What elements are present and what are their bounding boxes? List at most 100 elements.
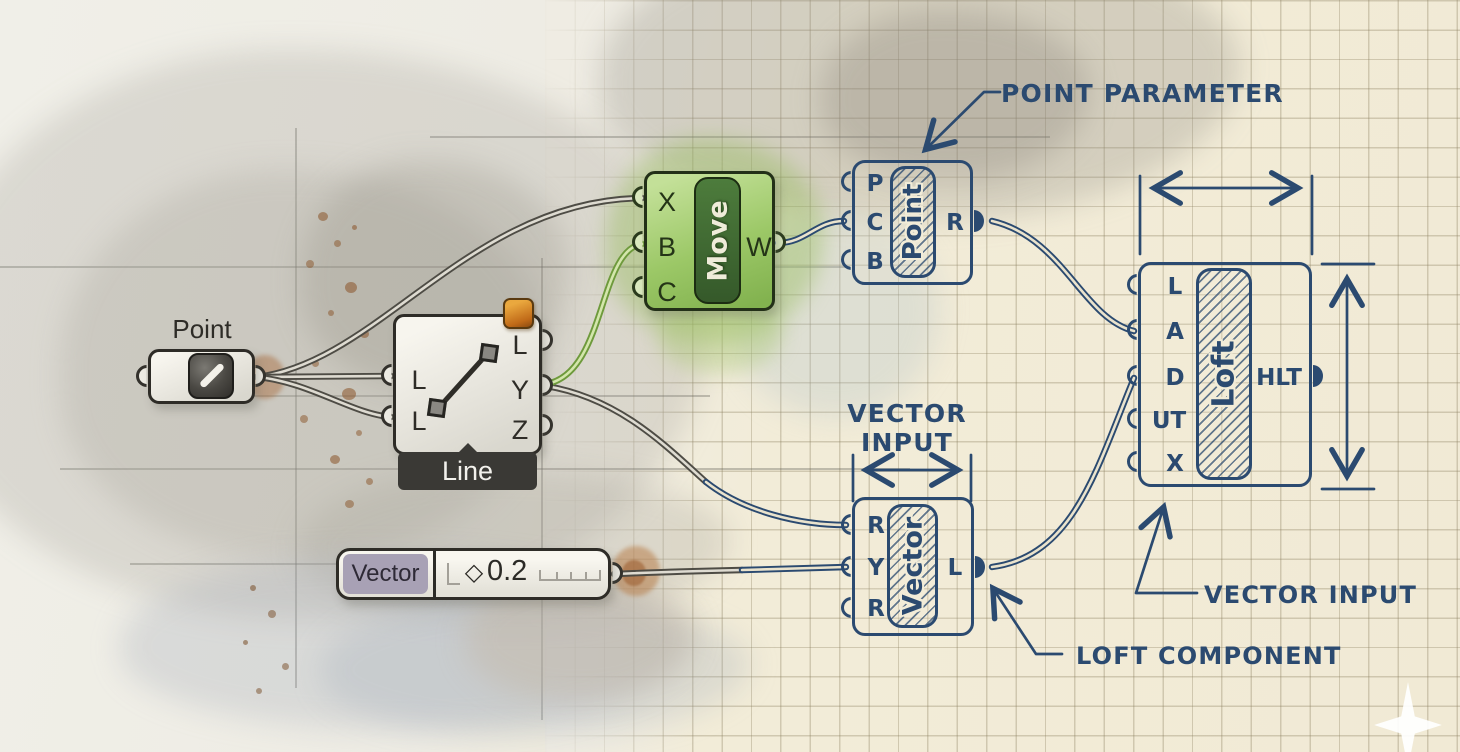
move-input-nub-b[interactable] bbox=[632, 231, 643, 253]
move-input-nub-c[interactable] bbox=[632, 276, 643, 298]
stain-dot bbox=[312, 360, 319, 367]
annotation-vector-input-line1: VECTOR bbox=[847, 399, 967, 428]
bp-loft-capsule: Loft bbox=[1196, 268, 1252, 480]
stain-dot bbox=[356, 430, 362, 436]
stain-dot bbox=[334, 240, 341, 247]
move-capsule: Move bbox=[694, 177, 741, 304]
wash-blob bbox=[320, 600, 750, 735]
annotation-loft-component: LOFT COMPONENT bbox=[1076, 642, 1342, 670]
point-component[interactable] bbox=[148, 349, 255, 404]
stain-dot bbox=[306, 260, 314, 268]
slider-name-tag: Vector bbox=[343, 554, 428, 594]
wire-move-w-to-point-c[interactable] bbox=[774, 217, 848, 247]
stain-dot bbox=[256, 688, 262, 694]
loft-input-label-d: D bbox=[1165, 365, 1185, 391]
loft-input-nub-a[interactable] bbox=[1127, 319, 1137, 340]
stain-dot bbox=[360, 330, 369, 338]
bp-vector-input-nub-r1[interactable] bbox=[841, 514, 851, 535]
annotation-vector-input-top: VECTOR INPUT bbox=[830, 399, 984, 457]
bp-loft-component[interactable]: L A D UT X HLT Loft bbox=[1138, 262, 1312, 487]
loft-output-nub-hlt[interactable] bbox=[1313, 365, 1323, 387]
wire-slider-to-vector-y[interactable] bbox=[610, 563, 850, 578]
slider-ruler[interactable] bbox=[539, 568, 601, 581]
loft-input-nub-d[interactable] bbox=[1127, 365, 1137, 386]
bp-point-component[interactable]: P C B R Point bbox=[852, 160, 973, 285]
wire-point-to-line-l1[interactable] bbox=[253, 372, 395, 381]
wire-line-y-to-move-b[interactable] bbox=[542, 240, 646, 388]
line-icon-endpoint-bottom bbox=[426, 397, 448, 419]
pencil-gridline bbox=[295, 128, 297, 688]
stain-dot bbox=[328, 310, 334, 316]
annotation-vector-input: VECTOR INPUT bbox=[1204, 581, 1418, 609]
bp-point-input-nub-p[interactable] bbox=[841, 171, 851, 192]
bp-vector-input-nub-y[interactable] bbox=[841, 556, 851, 577]
bp-vector-input-label-y: Y bbox=[867, 555, 885, 581]
bp-point-input-nub-c[interactable] bbox=[841, 210, 851, 231]
bp-vector-component[interactable]: R Y R L Vector bbox=[852, 497, 974, 636]
point-input-nub[interactable] bbox=[136, 365, 147, 387]
bp-vector-capsule: Vector bbox=[887, 504, 938, 628]
loft-output-label-hlt: HLT bbox=[1256, 365, 1302, 391]
stain-dot bbox=[282, 663, 289, 670]
ruler-tick bbox=[539, 570, 541, 579]
bp-point-capsule: Point bbox=[890, 166, 936, 278]
stain-dot bbox=[330, 455, 340, 464]
pencil-gridline bbox=[0, 266, 850, 268]
bp-point-input-nub-b[interactable] bbox=[841, 249, 851, 270]
move-input-label-c: C bbox=[657, 277, 677, 307]
stain-dot bbox=[318, 212, 328, 221]
loft-input-nub-l[interactable] bbox=[1127, 274, 1137, 295]
loft-input-nub-ut[interactable] bbox=[1127, 408, 1137, 429]
line-output-label-l: L bbox=[512, 330, 528, 360]
vector-slider[interactable]: Vector ◇ 0.2 bbox=[336, 548, 611, 600]
vector-width-dimension bbox=[851, 452, 973, 503]
annotation-vector-input-line2: INPUT bbox=[861, 428, 953, 457]
pencil-gridline bbox=[430, 136, 1050, 138]
line-output-label-z: Z bbox=[511, 415, 529, 445]
bp-point-capsule-label: Point bbox=[898, 183, 928, 261]
stain-dot bbox=[243, 640, 248, 645]
bp-point-output-nub-r[interactable] bbox=[974, 210, 984, 232]
move-component[interactable]: X B C W Move bbox=[644, 171, 775, 311]
bp-vector-output-nub-l[interactable] bbox=[975, 556, 985, 578]
loft-input-nub-x[interactable] bbox=[1127, 451, 1137, 472]
line-input-nub-1[interactable] bbox=[381, 364, 392, 386]
slider-grip[interactable] bbox=[447, 563, 460, 585]
wire-vector-l-to-loft-d[interactable] bbox=[988, 374, 1138, 571]
move-capsule-label: Move bbox=[702, 199, 733, 282]
wire-point-to-line-l2[interactable] bbox=[253, 373, 395, 421]
line-component[interactable]: L L L Y Z bbox=[393, 314, 542, 455]
move-input-nub-x[interactable] bbox=[632, 186, 643, 208]
wire-line-y-to-vector-r[interactable] bbox=[542, 382, 850, 529]
stain-dot bbox=[342, 388, 356, 400]
ruler-tick bbox=[599, 570, 601, 579]
stain-dot bbox=[366, 478, 373, 485]
wire-point-to-move-x[interactable] bbox=[253, 194, 646, 381]
point-icon-slash bbox=[198, 362, 226, 389]
stain-dot bbox=[250, 585, 256, 591]
leader-loft-component bbox=[989, 583, 1064, 656]
stain-dot bbox=[345, 500, 354, 508]
line-input-nub-2[interactable] bbox=[381, 405, 392, 427]
wire-point-r-to-loft-a[interactable] bbox=[988, 217, 1138, 335]
ruler-tick bbox=[585, 572, 587, 579]
pencil-gridline bbox=[130, 563, 480, 565]
bp-vector-input-nub-r2[interactable] bbox=[841, 597, 851, 618]
bp-point-input-label-b: B bbox=[866, 249, 884, 275]
warning-marker[interactable] bbox=[503, 298, 534, 329]
line-input-label-2: L bbox=[411, 406, 427, 436]
line-input-label-1: L bbox=[411, 365, 427, 395]
slider-diamond-icon[interactable]: ◇ bbox=[464, 559, 484, 586]
bp-point-input-label-p: P bbox=[866, 171, 884, 197]
bp-vector-output-label-l: L bbox=[947, 555, 963, 581]
loft-input-label-a: A bbox=[1166, 319, 1184, 345]
leader-point-parameter bbox=[921, 90, 1002, 154]
loft-height-dimension bbox=[1320, 262, 1376, 491]
point-icon bbox=[188, 353, 234, 399]
stain-dot bbox=[352, 225, 357, 230]
slider-value: 0.2 bbox=[487, 555, 528, 587]
loft-input-label-x: X bbox=[1166, 451, 1184, 477]
line-output-label-y: Y bbox=[510, 375, 529, 405]
